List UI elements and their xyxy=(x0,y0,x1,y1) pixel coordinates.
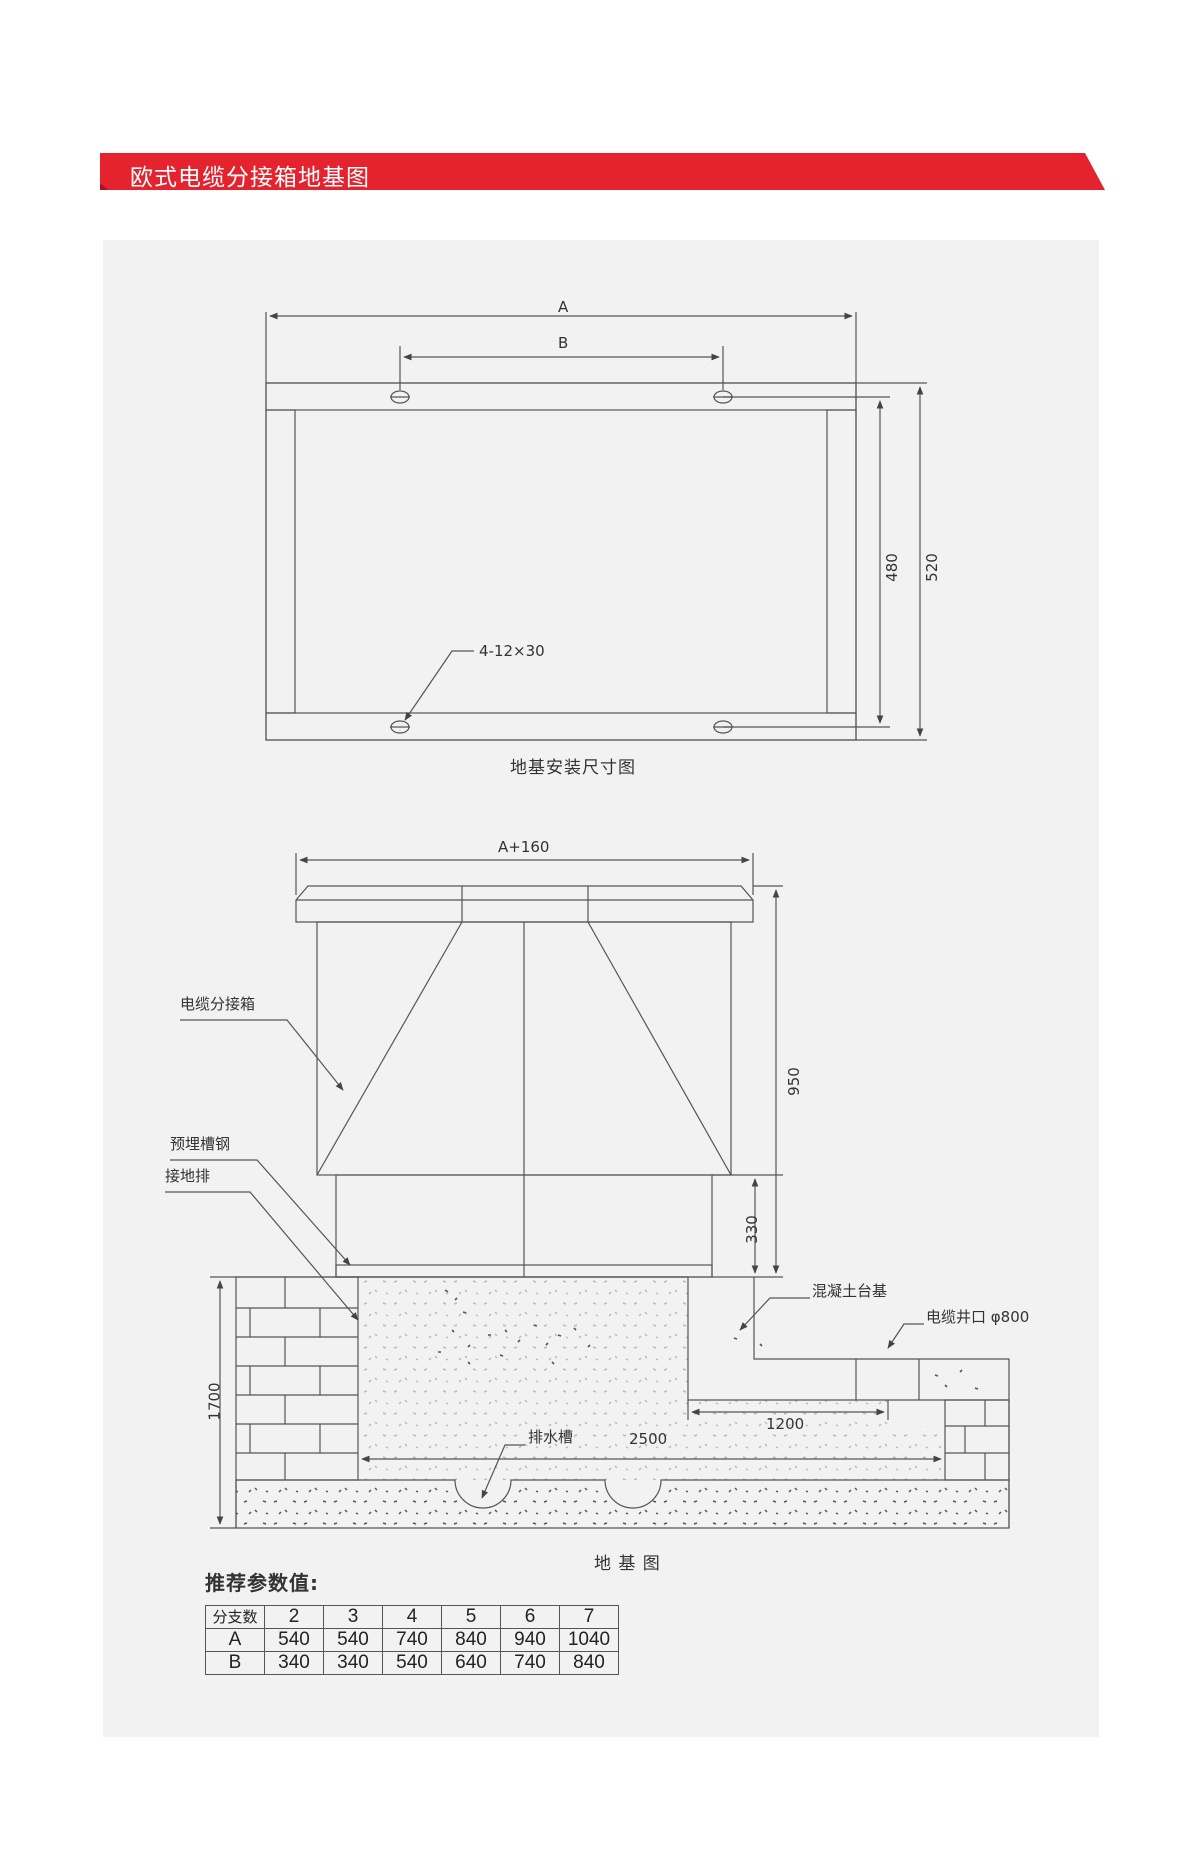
table-cell: 5 xyxy=(441,1605,501,1629)
params-title: 推荐参数值: xyxy=(205,1571,319,1595)
callout-drain: 排水槽 xyxy=(528,1428,574,1446)
table-cell: 分支数 xyxy=(205,1605,265,1629)
dim-480: 480 xyxy=(882,553,901,582)
callout-ground-bar: 接地排 xyxy=(165,1167,211,1185)
table-cell: 840 xyxy=(559,1651,619,1675)
table-cell: 3 xyxy=(323,1605,383,1629)
banner-shape xyxy=(100,153,1105,190)
section-caption: 地 基 图 xyxy=(594,1554,661,1574)
callout-cable-box: 电缆分接箱 xyxy=(180,995,256,1013)
table-row: 分支数 2 3 4 5 6 7 xyxy=(205,1605,619,1629)
dim-2500: 2500 xyxy=(629,1430,668,1448)
table-row: B 340 340 540 640 740 840 xyxy=(205,1651,619,1675)
leader-ground xyxy=(165,1191,359,1321)
table-cell: 640 xyxy=(441,1651,501,1675)
leader-box xyxy=(180,1019,344,1091)
table-cell: 740 xyxy=(382,1628,442,1652)
label-a: A xyxy=(558,298,569,316)
label-b: B xyxy=(558,334,569,352)
leader-concrete xyxy=(739,1297,810,1331)
leader-drain xyxy=(481,1444,525,1499)
brick-wall-right xyxy=(944,1399,1010,1481)
table-row: A 540 540 740 840 940 1040 xyxy=(205,1628,619,1652)
params-table: 分支数 2 3 4 5 6 7 A 540 540 740 840 940 10… xyxy=(205,1605,619,1675)
leader-channel xyxy=(170,1159,351,1266)
box-roof xyxy=(295,885,754,923)
dim-950: 950 xyxy=(784,1067,803,1096)
table-cell: A xyxy=(205,1628,265,1652)
table-cell: 6 xyxy=(500,1605,560,1629)
callout-channel-steel: 预埋槽钢 xyxy=(170,1135,231,1153)
table-cell: 340 xyxy=(264,1651,324,1675)
plan-caption: 地基安装尺寸图 xyxy=(510,758,636,778)
table-cell: 4 xyxy=(382,1605,442,1629)
callout-concrete-base: 混凝土台基 xyxy=(812,1282,888,1300)
brick-courses xyxy=(236,1277,358,1480)
table-cell: 7 xyxy=(559,1605,619,1629)
hole-leader xyxy=(404,650,474,721)
table-cell: 1040 xyxy=(559,1628,619,1652)
table-cell: 740 xyxy=(500,1651,560,1675)
table-cell: 540 xyxy=(264,1628,324,1652)
callout-cable-well: 电缆井口 φ800 xyxy=(926,1308,1030,1326)
leader-well xyxy=(887,1323,924,1349)
header-banner: 欧式电缆分接箱地基图 xyxy=(100,153,1105,191)
dim-330: 330 xyxy=(742,1215,761,1244)
plan-view xyxy=(265,312,927,741)
dim-1700: 1700 xyxy=(205,1382,224,1421)
dim-1200: 1200 xyxy=(766,1415,805,1433)
table-cell: B xyxy=(205,1651,265,1675)
base-slab xyxy=(235,1479,1010,1529)
hole-spec: 4-12×30 xyxy=(479,642,545,660)
table-cell: 340 xyxy=(323,1651,383,1675)
dim-520: 520 xyxy=(922,553,941,582)
table-cell: 940 xyxy=(500,1628,560,1652)
table-cell: 540 xyxy=(323,1628,383,1652)
table-cell: 2 xyxy=(264,1605,324,1629)
plan-right-rail xyxy=(826,409,857,714)
table-cell: 540 xyxy=(382,1651,442,1675)
section-view xyxy=(165,853,1010,1529)
table-cell: 840 xyxy=(441,1628,501,1652)
page-title: 欧式电缆分接箱地基图 xyxy=(130,165,370,191)
plan-outer-frame xyxy=(265,382,857,741)
label-a-plus-160: A+160 xyxy=(498,838,550,856)
plan-left-rail xyxy=(265,409,296,714)
concrete-speckles xyxy=(438,1289,979,1390)
